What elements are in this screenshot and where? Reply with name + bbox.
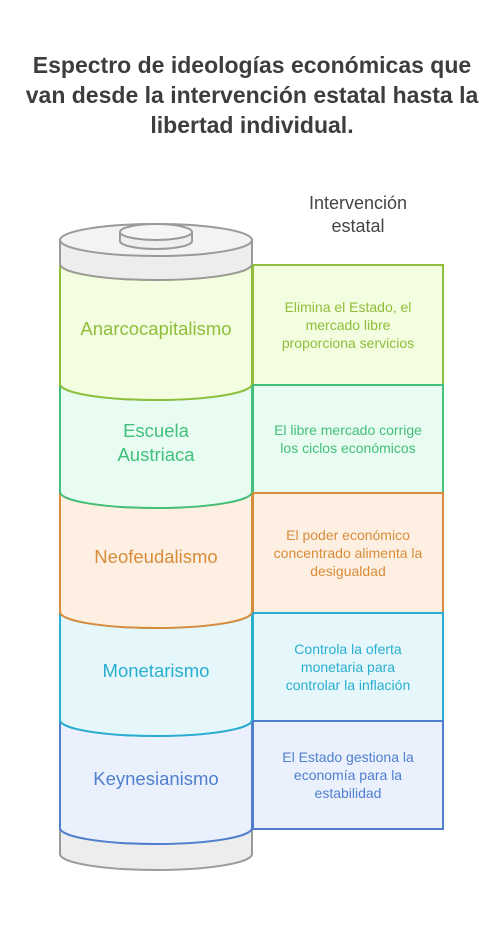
layer-label-anarcocapitalismo: Anarcocapitalismo bbox=[80, 318, 232, 339]
layer-label-escuela-austriaca: Escuela Austriaca bbox=[117, 420, 195, 465]
description-box-keynesianismo: El Estado gestiona la economía para la e… bbox=[252, 720, 444, 830]
description-box-anarcocapitalismo: Elimina el Estado, el mercado libre prop… bbox=[252, 264, 444, 386]
axis-label: Intervención estatal bbox=[308, 193, 408, 236]
cylinder-knob-top bbox=[119, 223, 193, 241]
description-box-monetarismo: Controla la oferta monetaria para contro… bbox=[252, 612, 444, 722]
layer-label-neofeudalismo: Neofeudalismo bbox=[94, 546, 218, 567]
description-box-neofeudalismo: El poder económico concentrado alimenta … bbox=[252, 492, 444, 614]
layer-label-monetarismo: Monetarismo bbox=[102, 660, 210, 681]
page-title: Espectro de ideologías económicas que va… bbox=[25, 52, 479, 138]
description-box-escuela-austriaca: El libre mercado corrige los ciclos econ… bbox=[252, 384, 444, 494]
layer-label-keynesianismo: Keynesianismo bbox=[93, 768, 219, 789]
